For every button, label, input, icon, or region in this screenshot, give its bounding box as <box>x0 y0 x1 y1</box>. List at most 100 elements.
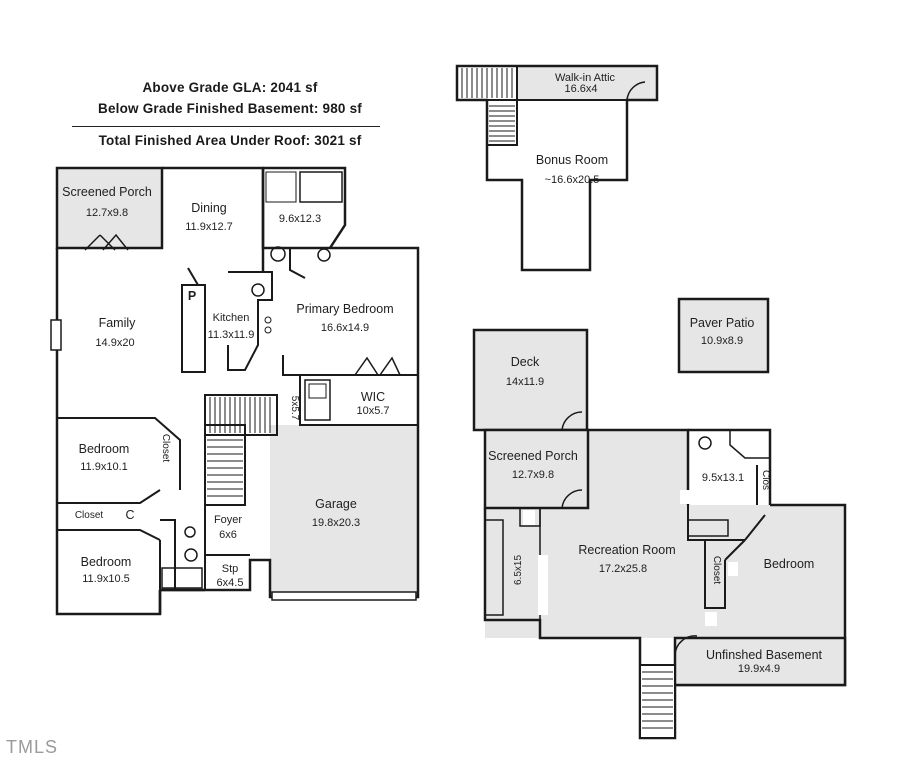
porch-door-icon <box>84 233 129 251</box>
bath-diag <box>744 514 766 541</box>
paver-patio <box>677 297 770 374</box>
summary-divider <box>72 126 380 127</box>
primary-bath-walls <box>263 166 347 249</box>
primary-toilet-icon <box>270 246 286 262</box>
basement-porch-dims: 12.7x9.8 <box>512 469 554 481</box>
unfinished-basement <box>673 636 847 687</box>
basement-porch-label: Screened Porch <box>488 449 578 463</box>
attic-label: Walk-in Attic <box>555 72 616 84</box>
primary-shower-icon <box>265 171 297 203</box>
bar-appliance <box>519 507 541 527</box>
wic-north-wall <box>282 355 418 376</box>
stoop-label: Stp <box>222 563 239 575</box>
screened-porch-walls <box>55 166 164 250</box>
basement-bath-dims: 9.5x13.1 <box>702 472 744 484</box>
total-area: Total Finished Area Under Roof: 3021 sf <box>98 133 362 148</box>
bedroom-2-label: Bedroom <box>79 442 130 456</box>
hall-sink-icon <box>184 526 196 538</box>
dining-label: Dining <box>191 201 226 215</box>
clos-label: Clos <box>760 470 771 490</box>
garage-fill <box>270 425 418 597</box>
paver-patio-dims: 10.9x8.9 <box>701 335 743 347</box>
bath-south-wall <box>687 505 745 541</box>
unfinished-dims: 19.9x4.9 <box>738 663 780 675</box>
screened-porch-fill <box>57 168 162 248</box>
bedroom-2-dims: 11.9x10.1 <box>80 461 128 473</box>
closet-b-tag: C <box>125 508 134 522</box>
primary-sink-icon <box>317 248 331 262</box>
closet-a-label: Closet <box>160 434 171 463</box>
unfinished-label: Unfinshed Basement <box>706 648 823 662</box>
main-stairs-upper <box>204 394 278 436</box>
bedroom-3-label: Bedroom <box>81 555 132 569</box>
closet-b-label: Closet <box>75 510 104 521</box>
screened-porch-label: Screened Porch <box>62 185 152 199</box>
dryer-icon <box>308 383 327 399</box>
light-fixtures <box>523 490 738 626</box>
south-walls <box>205 425 420 599</box>
wic-label: WIC <box>361 390 385 404</box>
fireplace-icon <box>50 319 62 351</box>
below-grade-area: Below Grade Finished Basement: 980 sf <box>98 101 362 116</box>
closet-walls <box>57 489 161 504</box>
above-grade-area: Above Grade GLA: 2041 sf <box>142 80 318 95</box>
porch-door-icon-b <box>561 489 583 509</box>
closet-walls <box>704 540 726 609</box>
unfinished-door-icon <box>674 635 698 656</box>
basement-bedroom-label: Bedroom <box>764 557 815 571</box>
basement-floor <box>472 328 847 740</box>
laundry-walls <box>299 375 418 426</box>
recreation-label: Recreation Room <box>578 543 675 557</box>
primary-tub-icon <box>299 171 343 203</box>
wic-door-icon <box>354 356 401 376</box>
deck <box>472 328 589 432</box>
pantry-label: P <box>188 289 196 303</box>
dining-dims: 11.9x12.7 <box>185 221 233 233</box>
hall-tub-icon <box>161 567 203 589</box>
paver-patio-label: Paver Patio <box>690 316 755 330</box>
attic-fill <box>517 66 657 100</box>
upper-floor <box>455 64 659 272</box>
bonus-label: Bonus Room <box>536 153 608 167</box>
stoop-dims: 6x4.5 <box>217 577 244 589</box>
family-label: Family <box>99 316 137 330</box>
family-dims: 14.9x20 <box>95 337 134 349</box>
kitchen-label: Kitchen <box>213 312 250 324</box>
foyer-dims: 6x6 <box>219 529 237 541</box>
recreation-dims: 17.2x25.8 <box>599 563 647 575</box>
stair-treads <box>207 68 673 729</box>
upper-stairs <box>486 99 518 146</box>
bedroom-2-walls <box>57 417 181 490</box>
foyer-label: Foyer <box>214 514 242 526</box>
attic-dims: 16.6x4 <box>564 83 597 95</box>
bonus-dims: ~16.6x20.5 <box>545 174 600 186</box>
hall-toilet-icon <box>184 548 198 562</box>
garage-door <box>271 591 417 601</box>
wic-dims: 10x5.7 <box>356 405 389 417</box>
basement-stairs <box>639 664 676 739</box>
attic-door-icon <box>626 81 646 101</box>
deck-door-icon <box>561 411 583 431</box>
bedroom-diag <box>724 539 746 561</box>
primary-bath-dims: 9.6x12.3 <box>279 213 321 225</box>
kitchen-dims: 11.3x11.9 <box>208 329 255 341</box>
hall-bath-walls <box>160 519 176 590</box>
washer-icon <box>304 379 331 421</box>
basement-porch <box>483 428 590 510</box>
kitchen-sink-icon <box>251 283 265 297</box>
primary-bedroom-dims: 16.6x14.9 <box>321 322 369 334</box>
main-floor <box>50 166 420 616</box>
mls-watermark: TMLS <box>6 737 59 757</box>
vanity-icon <box>687 519 729 537</box>
garage-dims: 19.8x20.3 <box>312 517 360 529</box>
stove-burner-icon <box>264 316 272 324</box>
bar-dims: 6.5x15 <box>513 555 524 585</box>
laundry-dims: 5x5.7 <box>289 396 300 421</box>
primary-bedroom-label: Primary Bedroom <box>296 302 393 316</box>
bar-counter <box>484 519 504 616</box>
stove-burner-icon <box>264 326 272 334</box>
bath-closet-wall <box>289 248 306 279</box>
basement-toilet-icon <box>698 436 712 450</box>
kitchen-cabinets <box>227 271 273 371</box>
